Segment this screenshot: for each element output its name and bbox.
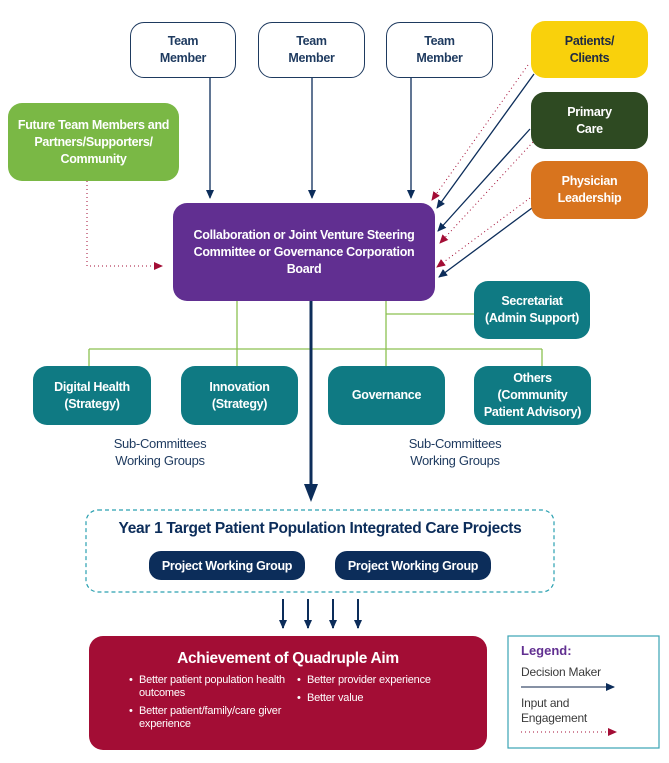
caption-line: Sub-Committees <box>408 436 502 451</box>
project-to-aim-arrows <box>279 599 362 629</box>
team-member-box: Team Member <box>130 22 236 78</box>
subcommittee-others: Others (Community Patient Advisory) <box>474 366 591 425</box>
primary-care-box: Primary Care <box>531 92 648 149</box>
decision-arrow <box>437 128 531 232</box>
governance-board-box: Collaboration or Joint Venture Steering … <box>173 203 435 301</box>
subcommittee-innovation: Innovation (Strategy) <box>181 366 298 425</box>
input-arrow <box>436 197 531 268</box>
aim-lists: Better patient population health outcome… <box>89 674 487 736</box>
aim-list-left: Better patient population health outcome… <box>129 674 297 736</box>
legend-input-engagement: Input and Engagement <box>521 696 588 725</box>
input-arrow <box>431 64 529 201</box>
team-member-box: Team Member <box>258 22 365 78</box>
caption-line: Sub-Committees <box>113 436 207 451</box>
project-working-group: Project Working Group <box>149 551 305 580</box>
decision-arrow <box>436 73 535 209</box>
physician-leadership-box: Physician Leadership <box>531 161 648 219</box>
subcommittee-caption: Sub-Committees Working Groups <box>385 435 525 469</box>
secretariat-box: Secretariat (Admin Support) <box>474 281 590 339</box>
aim-item: Better provider experience <box>297 674 467 687</box>
org-tree-lines <box>88 301 543 368</box>
quadruple-aim-box: Achievement of Quadruple Aim Better pati… <box>89 636 487 750</box>
subcommittee-digital-health: Digital Health (Strategy) <box>33 366 151 425</box>
projects-title: Year 1 Target Patient Population Integra… <box>118 520 522 537</box>
input-arrow <box>86 181 163 270</box>
aim-item: Better patient population health outcome… <box>129 674 297 700</box>
subcommittee-caption: Sub-Committees Working Groups <box>90 435 230 469</box>
aim-item: Better value <box>297 692 467 705</box>
main-flow-arrowhead <box>304 484 318 502</box>
projects-container <box>85 509 555 593</box>
team-member-box: Team Member <box>386 22 493 78</box>
aim-list-right: Better provider experience Better value <box>297 674 467 736</box>
legend-box <box>507 635 660 749</box>
legend-decision-maker: Decision Maker <box>521 665 601 679</box>
future-team-members-box: Future Team Members and Partners/Support… <box>8 103 179 181</box>
subcommittee-governance: Governance <box>328 366 445 425</box>
legend-title: Legend: <box>521 643 572 658</box>
input-arrow <box>439 141 534 244</box>
project-working-group: Project Working Group <box>335 551 491 580</box>
patients-clients-box: Patients/ Clients <box>531 21 648 78</box>
caption-line: Working Groups <box>410 453 500 468</box>
aim-title: Achievement of Quadruple Aim <box>177 650 399 667</box>
decision-arrow <box>438 207 533 278</box>
aim-item: Better patient/family/care giver experie… <box>129 705 297 731</box>
caption-line: Working Groups <box>115 453 205 468</box>
